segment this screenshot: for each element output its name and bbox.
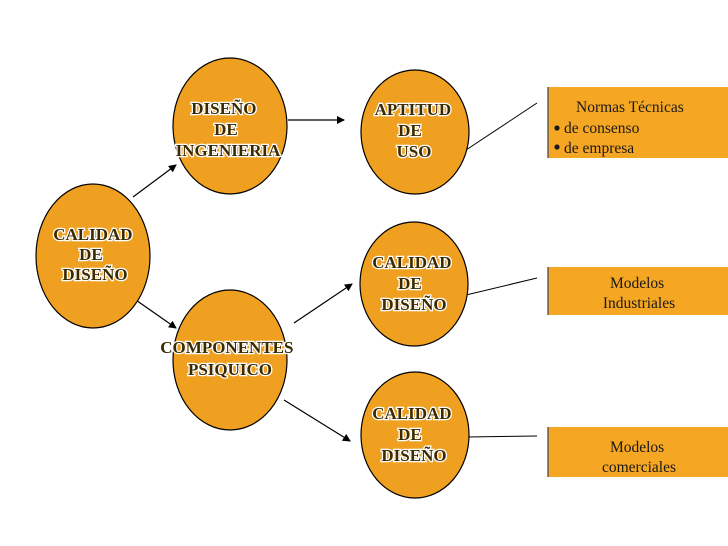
node-label-line: DE [398, 425, 422, 444]
node-label-line: DE [79, 245, 103, 264]
node-label-line: DE [398, 274, 422, 293]
node-label-line: USO [397, 142, 432, 161]
arrow-componentes-to-calidad-low [283, 399, 351, 442]
node-ellipse [359, 221, 469, 347]
node-diseno-ingenieria: DISEÑO DE INGENIERIA [172, 57, 288, 195]
node-label-line: DISEÑO [191, 99, 256, 118]
bullet-dot-icon [554, 144, 560, 150]
box-label-line: Modelos [610, 439, 664, 456]
node-ellipse [35, 183, 151, 329]
connectors [132, 102, 538, 442]
box-bullet: de empresa [564, 140, 634, 157]
line-calidad-mid-to-industriales [465, 277, 538, 296]
node-calidad-diseno-low: CALIDAD DE DISEÑO [360, 371, 470, 499]
box-rect [548, 267, 728, 315]
bullet-dot-icon [554, 125, 560, 131]
node-ellipse [172, 57, 288, 195]
box-rect [548, 87, 728, 158]
node-label-line: CALIDAD [372, 404, 451, 423]
node-label-line: PSIQUICO [188, 360, 272, 379]
box-label-line: Industriales [603, 295, 675, 312]
line-calidad-low-to-comerciales [466, 435, 538, 438]
node-label: APTITUD DE USO [375, 100, 456, 161]
node-ellipse [172, 289, 288, 431]
node-calidad-diseno-root: CALIDAD DE DISEÑO [35, 183, 151, 329]
node-label: CALIDAD DE DISEÑO [53, 225, 137, 284]
node-label: CALIDAD DE DISEÑO [372, 253, 456, 314]
box-rect [548, 427, 728, 477]
node-label-line: DISEÑO [62, 265, 127, 284]
box-label: Modelos Industriales [603, 275, 675, 312]
node-ellipse [360, 69, 470, 195]
box-bullet: de consenso [564, 120, 640, 137]
box-title: Normas Técnicas [576, 99, 684, 116]
node-label-line: COMPONENTES [160, 338, 293, 357]
arrow-root-to-componentes [132, 297, 177, 329]
box-label-line: Modelos [610, 275, 664, 292]
box-modelos-industriales: Modelos Industriales [547, 267, 728, 315]
node-label-line: DISEÑO [381, 295, 446, 314]
node-ellipse [360, 371, 470, 499]
node-label-line: DISEÑO [381, 446, 446, 465]
box-modelos-comerciales: Modelos comerciales [547, 427, 728, 477]
node-calidad-diseno-mid: CALIDAD DE DISEÑO [359, 221, 469, 347]
box-label-line: comerciales [602, 459, 676, 476]
node-label-line: DE [398, 121, 422, 140]
node-label-line: DE [214, 120, 238, 139]
node-label: CALIDAD DE DISEÑO [372, 404, 456, 465]
node-label-line: CALIDAD [53, 225, 132, 244]
arrow-componentes-to-calidad-mid [293, 283, 353, 324]
node-label-line: CALIDAD [372, 253, 451, 272]
node-label: DISEÑO DE INGENIERIA [176, 99, 282, 160]
box-label: Modelos comerciales [602, 439, 676, 476]
node-label-line: INGENIERIA [176, 141, 282, 160]
node-label: COMPONENTES PSIQUICO [160, 338, 297, 379]
node-label-line: APTITUD [375, 100, 452, 119]
node-aptitud-uso: APTITUD DE USO [360, 69, 470, 195]
arrow-root-to-ingenieria [132, 164, 177, 198]
node-componentes-psiquico: COMPONENTES PSIQUICO [159, 289, 297, 431]
box-normas-tecnicas: Normas Técnicas de consenso de empresa [547, 87, 728, 158]
line-aptitud-to-normas [462, 102, 538, 153]
